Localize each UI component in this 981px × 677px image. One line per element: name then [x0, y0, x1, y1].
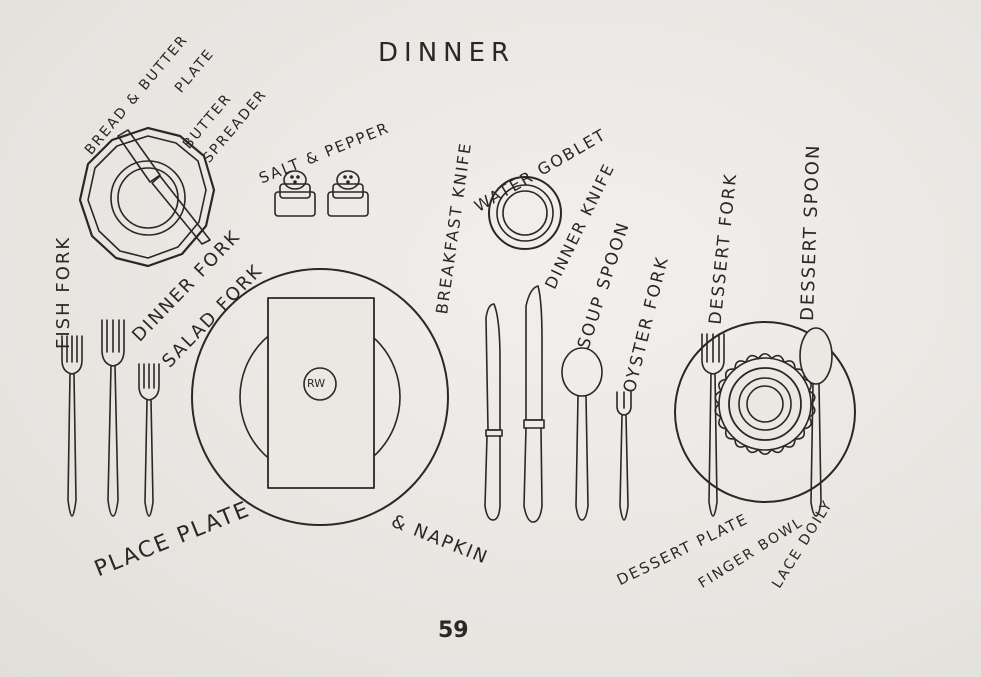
water-goblet: [488, 176, 562, 250]
oyster-fork: [616, 391, 632, 521]
salt-shaker: [274, 170, 316, 217]
bread-butter-plate: [78, 126, 216, 268]
lace-doily: [714, 352, 816, 456]
label-fish-fork: FISH FORK: [53, 235, 74, 349]
breakfast-knife: [484, 303, 503, 521]
page-title: DINNER: [378, 38, 516, 68]
fish-fork: [61, 335, 83, 517]
butter-spreader: [117, 129, 211, 245]
salad-fork: [138, 363, 160, 517]
dinner-fork: [101, 319, 125, 517]
page-number: 59: [438, 618, 469, 643]
napkin-monogram: RW: [307, 377, 326, 390]
dessert-plate: [674, 321, 856, 503]
soup-spoon: [561, 347, 603, 521]
dinner-knife: [523, 285, 545, 523]
finger-bowl: [728, 367, 802, 441]
dessert-spoon: [799, 327, 833, 517]
napkin: [267, 297, 375, 489]
pepper-shaker: [327, 170, 369, 217]
dessert-fork: [701, 333, 725, 517]
doily-scallop-edge: [714, 352, 816, 456]
